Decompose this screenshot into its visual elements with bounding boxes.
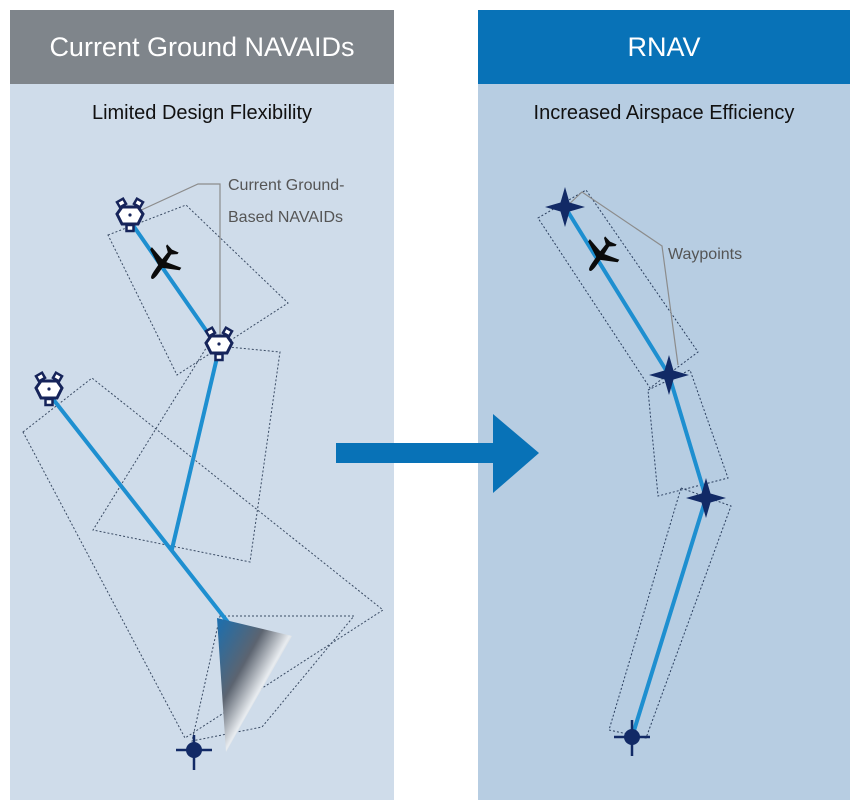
waypoint-box-2 <box>647 369 729 497</box>
runway-crosshair-icon <box>176 735 212 770</box>
left-callout-line1: Current Ground- <box>228 177 345 194</box>
waypoint-box-1 <box>537 189 699 389</box>
runway-crosshair-icon <box>614 720 650 756</box>
right-panel-header: RNAV <box>478 10 850 84</box>
coverage-box-middle <box>92 344 281 563</box>
right-routes <box>563 205 708 739</box>
right-panel-subtitle: Increased Airspace Efficiency <box>533 102 795 124</box>
left-panel-subtitle: Limited Design Flexibility <box>91 102 313 124</box>
waypoint-star-icon <box>649 355 689 395</box>
navaid-icon <box>34 371 64 407</box>
right-callout: Waypoints <box>668 246 742 263</box>
left-callout-line2: Based NAVAIDs <box>228 209 343 226</box>
transition-arrow-icon <box>336 414 539 493</box>
right-coverage-boxes <box>537 189 732 739</box>
right-panel: RNAV Increased Airspace Efficiency <box>478 10 850 800</box>
navaid-icon <box>115 197 145 233</box>
waypoint-star-icon <box>686 478 726 518</box>
right-callout-lines <box>564 191 679 366</box>
left-callout-lines <box>136 183 221 342</box>
navaid-icon <box>204 326 234 362</box>
left-routes <box>47 219 247 646</box>
airplane-icon <box>136 238 188 290</box>
coverage-box-lower <box>191 615 356 742</box>
left-coverage-boxes <box>22 204 384 742</box>
approach-cone <box>217 618 292 752</box>
left-panel: Current Ground NAVAIDs Limited Design Fl… <box>10 10 394 800</box>
waypoint-star-icon <box>545 187 585 227</box>
left-panel-header: Current Ground NAVAIDs <box>10 10 394 84</box>
coverage-box-upper <box>107 204 289 376</box>
